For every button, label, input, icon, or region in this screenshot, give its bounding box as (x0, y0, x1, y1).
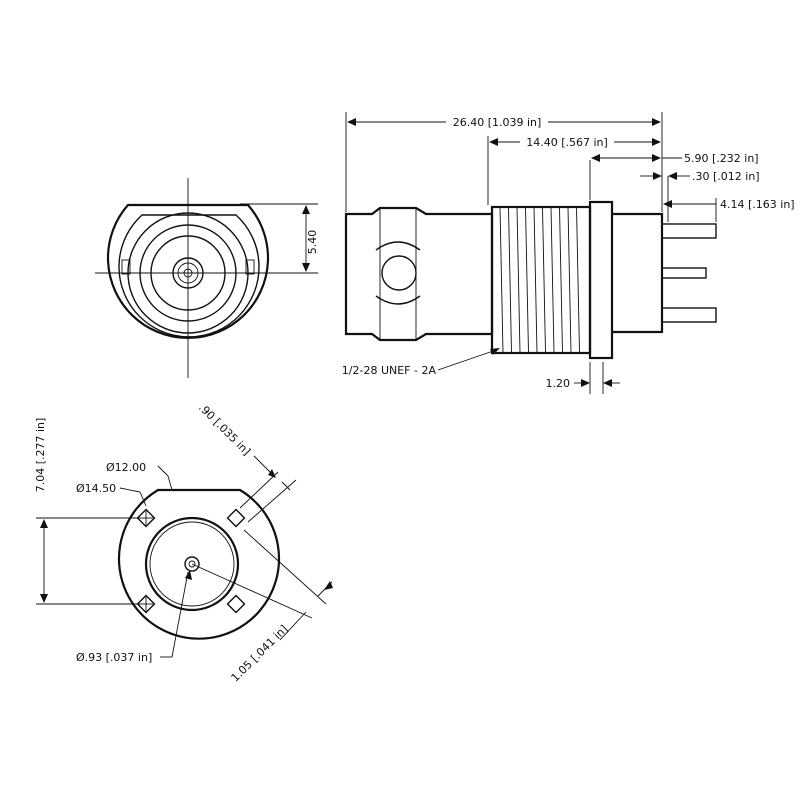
rear-insulator-ring (144, 516, 240, 612)
side-bayonet-stud (381, 255, 417, 291)
rear-insulator-inner (149, 521, 235, 607)
dim-extension (191, 563, 313, 619)
side-pin-bottom (661, 307, 717, 323)
arrow (653, 172, 662, 180)
front-view: 5.40 (95, 178, 319, 378)
rear-ground-pin-top-right (226, 508, 246, 528)
arrow (40, 594, 48, 603)
dim-label-pin-spacing: 7.04 [.277 in] (34, 418, 47, 493)
rear-ground-pin-bottom-right (226, 594, 246, 614)
front-bayonet-stud-left (121, 259, 131, 275)
leader-pin-diameter (171, 571, 189, 658)
arrow (581, 379, 590, 387)
front-bayonet-stud-right (245, 259, 255, 275)
arrow (490, 348, 500, 355)
rear-view: 7.04 [.277 in] Ø12.00 Ø14.50 .90 [.035 i… (34, 401, 333, 684)
dim-extension (247, 479, 297, 523)
dim-label-thread-length: 14.40 [.567 in] (526, 136, 608, 149)
dim-extension (243, 529, 327, 605)
dim-label-flange-thickness: 1.20 (546, 377, 571, 390)
front-inner-ring (118, 214, 260, 338)
dim-extension (239, 471, 279, 509)
side-pin-top (661, 223, 717, 239)
arrow (663, 200, 672, 208)
dim-line-1-05 (279, 611, 307, 641)
dim-label-diameter-inner: Ø12.00 (106, 461, 146, 474)
dim-label-pin-offset: 1.05 [.041 in] (229, 623, 291, 685)
leader-diameter-inner (157, 465, 169, 477)
dim-label-bnc-height: 5.40 (306, 230, 319, 255)
arrow (591, 154, 600, 162)
rear-center-pin (188, 560, 196, 568)
leader-diameter-inner (167, 475, 173, 491)
thread-line (499, 206, 504, 354)
thread-line (542, 206, 546, 354)
arrow (489, 138, 498, 146)
side-bayonet-slot-top (375, 241, 421, 251)
arrow (302, 205, 310, 214)
arrow (652, 154, 661, 162)
thread-line (550, 206, 555, 354)
dim-label-pin-diameter: Ø.93 [.037 in] (76, 651, 152, 664)
arrow (302, 263, 310, 272)
thread-line (567, 206, 572, 354)
arrow (268, 469, 276, 478)
leader-diameter-outer (139, 491, 147, 507)
thread-line (559, 206, 563, 354)
side-rear-body (612, 212, 664, 334)
side-bnc-barrel (344, 206, 494, 342)
leader-thread-spec (437, 349, 497, 371)
arrow (40, 519, 48, 528)
thread-line (576, 206, 580, 354)
thread-line (525, 206, 529, 354)
rear-outer-body (117, 488, 281, 640)
rear-center-pin-ring (184, 556, 200, 572)
side-thread-lines (499, 206, 580, 354)
dim-label-flange-gap: .30 [.012 in] (692, 170, 760, 183)
dim-line-0-90 (281, 481, 291, 491)
dim-label-diameter-outer: Ø14.50 (76, 482, 116, 495)
dim-label-pin-length: 4.14 [.163 in] (720, 198, 795, 211)
side-pin-center (661, 267, 707, 279)
rear-ground-pin-top-left (136, 508, 156, 528)
arrow (603, 379, 612, 387)
dim-line-0-90 (253, 455, 273, 475)
thread-line (516, 206, 521, 354)
arrow (347, 118, 356, 126)
arrow (652, 138, 661, 146)
thread-line (533, 206, 538, 354)
dim-label-overall-length: 26.40 [1.039 in] (453, 116, 542, 129)
arrow (324, 581, 333, 590)
rear-ground-pin-bottom-left (136, 594, 156, 614)
dim-label-rear-length: 5.90 [.232 in] (684, 152, 759, 165)
arrow (652, 118, 661, 126)
side-flange (588, 200, 614, 360)
thread-line (508, 206, 512, 354)
front-outer-body (106, 203, 270, 340)
dim-label-slot-width: .90 [.035 in] (196, 401, 253, 458)
side-view: 26.40 [1.039 in] 14.40 [.567 in] 5.90 [.… (342, 112, 795, 394)
leader-diameter-outer (119, 487, 141, 493)
arrow (668, 172, 677, 180)
side-threaded-body (490, 205, 592, 355)
side-bayonet-slot-bottom (375, 295, 421, 305)
dim-label-thread-spec: 1/2-28 UNEF - 2A (342, 364, 437, 377)
arrow (185, 570, 192, 580)
